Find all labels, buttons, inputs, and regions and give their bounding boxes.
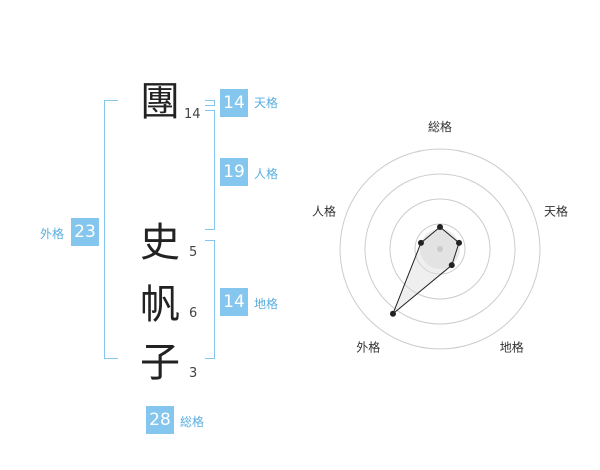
jinkaku-badge: 19: [220, 158, 248, 186]
radar-axis-label-4: 外格: [356, 340, 380, 355]
soukaku-badge: 28: [146, 406, 174, 434]
gaikaku-badge: 23: [71, 218, 99, 246]
radar-axis-label-2: 天格: [544, 203, 568, 218]
tenkaku-bracket: [205, 100, 215, 106]
radar-point-5: [417, 239, 424, 246]
gaikaku-label: 外格: [40, 227, 65, 241]
jinkaku-label: 人格: [254, 167, 279, 181]
chikaku-label: 地格: [254, 297, 279, 311]
radar-ring-2: [389, 198, 491, 300]
tenkaku-label: 天格: [254, 96, 279, 110]
radar-point-3: [448, 262, 455, 269]
soukaku-label: 総格: [180, 415, 205, 429]
radar-ring-4: [339, 148, 541, 350]
radar-ring-3: [364, 173, 516, 325]
radar-axis-label-3: 地格: [500, 340, 524, 355]
given-kanji-1: 史: [140, 220, 180, 266]
radar-series-polygon: [392, 226, 460, 315]
given-kanji-1-stroke-count: 5: [189, 245, 198, 260]
radar-axis-label-5: 人格: [312, 203, 336, 218]
given-kanji-3: 子: [140, 340, 180, 386]
given-kanji-2: 帆: [140, 282, 180, 328]
radar-axis-label-1: 総格: [428, 119, 452, 134]
radar-point-1: [437, 224, 443, 230]
chikaku-badge: 14: [220, 288, 248, 316]
gaikaku-bracket: [104, 100, 118, 359]
radar-center-dot: [437, 246, 443, 252]
tenkaku-badge: 14: [220, 89, 248, 117]
radar-point-2: [456, 239, 463, 246]
surname-stroke-count: 14: [184, 107, 201, 122]
given-kanji-2-stroke-count: 6: [189, 306, 198, 321]
chikaku-bracket: [205, 240, 215, 359]
surname-kanji: 團: [140, 79, 180, 125]
jinkaku-bracket: [205, 110, 215, 230]
radar-point-4: [389, 310, 396, 317]
given-kanji-3-stroke-count: 3: [189, 366, 198, 381]
